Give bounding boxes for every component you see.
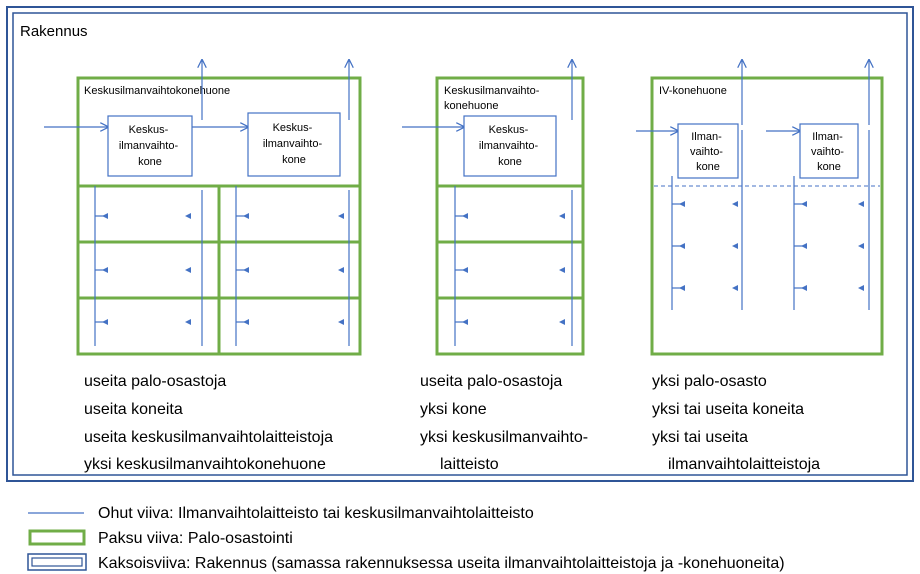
ventilation-unit-label: Keskus- ilmanvaihto- kone: [119, 124, 181, 168]
legend-double-box-symbol: [27, 553, 87, 571]
ventilation-unit-label: Ilman- vaihto- kone: [690, 131, 726, 173]
legend-thick-box-symbol: [28, 529, 86, 546]
diagram-2: Keskusilmanvaihto- konehuone Keskus- ilm…: [402, 60, 593, 473]
building-label: Rakennus: [20, 23, 88, 40]
ventilation-unit-label: Keskus- ilmanvaihto- kone: [479, 124, 541, 168]
machine-room-label: Keskusilmanvaihto- konehuone: [444, 85, 542, 112]
machine-room-label: Keskusilmanvaihtokonehuone: [84, 85, 230, 97]
diagram-description: useita palo-osastoja useita koneita usei…: [84, 373, 337, 473]
building-frame: [6, 6, 914, 482]
ventilation-unit-label: Ilman- vaihto- kone: [811, 131, 847, 173]
legend-item-double-line: Kaksoisviiva: Rakennus (samassa rakennuk…: [98, 555, 785, 572]
ventilation-unit-label: Keskus- ilmanvaihto- kone: [263, 122, 325, 166]
machine-room-label: IV-konehuone: [659, 85, 727, 97]
fire-compartment-outer: [650, 76, 884, 356]
ventilation-unit-box: [107, 115, 193, 177]
ventilation-unit-box: [463, 115, 557, 177]
legend-item-thick-line: Paksu viiva: Palo-osastointi: [98, 530, 293, 547]
diagram-description: yksi palo-osasto yksi tai useita koneita…: [652, 373, 820, 473]
ventilation-unit-box: [799, 123, 859, 179]
legend-item-thin-line: Ohut viiva: Ilmanvaihtolaitteisto tai ke…: [98, 505, 534, 522]
fire-compartment-outer: [435, 76, 585, 356]
diagram-description: useita palo-osastoja yksi kone yksi kesk…: [420, 373, 593, 473]
diagram-3: IV-konehuone Ilman- vaihto- kone: [636, 60, 884, 473]
diagram-1: Keskusilmanvaihtokonehuone Keskus-: [44, 60, 362, 473]
ventilation-unit-box: [247, 112, 341, 177]
legend: Ohut viiva: Ilmanvaihtolaitteisto tai ke…: [27, 505, 785, 572]
ventilation-unit-box: [677, 123, 739, 179]
